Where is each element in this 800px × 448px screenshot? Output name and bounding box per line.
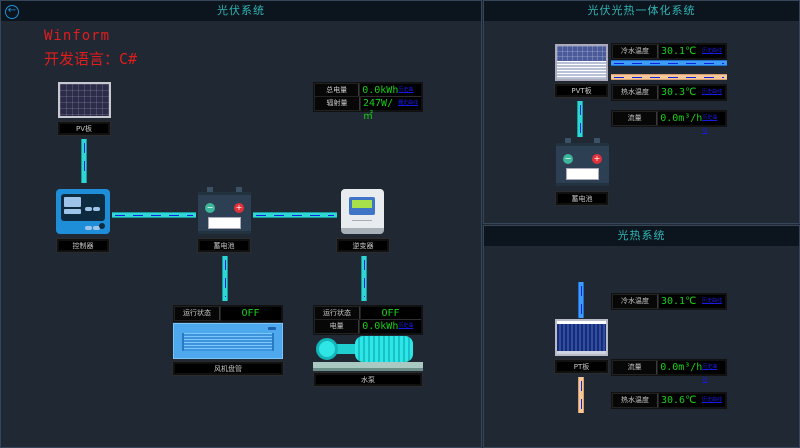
cold-water-temp-label: 冷水温度 [612, 44, 659, 59]
plus-icon: + [234, 203, 244, 213]
hot-water-temp-label: 热水温度 [612, 85, 659, 100]
pt-cold-water-temp-history-link[interactable]: 历史曲线 [701, 298, 722, 304]
fan-coil-status-row: 运行状态 OFF [174, 306, 281, 321]
watermark-winform: Winform [44, 28, 111, 44]
pipe-pvt-to-battery [577, 101, 583, 137]
pipe-cold-water [611, 60, 727, 66]
fan-coil-status-label: 运行状态 [174, 306, 221, 321]
radiation-history-link[interactable]: 历史曲线 [397, 100, 418, 106]
total-energy-label: 总电量 [313, 83, 361, 97]
pvt-battery-label: 蓄电池 [555, 191, 609, 206]
pt-board-image[interactable] [555, 319, 608, 356]
fan-coil-label: 风机盘管 [172, 361, 284, 376]
pt-hot-water-temp-value: 30.6℃ [661, 395, 697, 406]
total-energy-history-link[interactable]: 历史曲线 [398, 87, 414, 106]
pv-board-label: PV板 [57, 121, 111, 136]
pipe-inverter-to-pump [361, 256, 367, 301]
battery-device[interactable]: − + [198, 187, 251, 234]
pipe-pv-to-controller [81, 139, 87, 183]
cold-water-temp-value: 30.1℃ [661, 46, 697, 57]
flow-history-link[interactable]: 历史曲线 [702, 115, 718, 134]
controller-device[interactable] [56, 189, 110, 249]
pipe-battery-to-fan-coil [222, 256, 228, 301]
pipe-controller-to-battery [112, 212, 196, 218]
pump-energy-row: 电量 0.0kWh 历史曲线 [313, 319, 421, 342]
water-pump-device[interactable] [313, 333, 423, 371]
pump-status-label: 运行状态 [314, 306, 361, 320]
pump-energy-label: 电量 [313, 319, 361, 334]
pt-cold-water-temp-label: 冷水温度 [612, 294, 659, 309]
hot-water-temp-value: 30.3℃ [661, 87, 697, 98]
hot-water-temp-history-link[interactable]: 历史曲线 [701, 89, 722, 95]
pipe-hot-water [611, 74, 727, 80]
pv-system-title: 光伏系统 [1, 1, 481, 21]
pt-flow-history-link[interactable]: 历史曲线 [702, 364, 718, 383]
pt-hot-water-temp-history-link[interactable]: 历史曲线 [701, 397, 722, 403]
pt-flow-value: 0.0m³/h [660, 362, 703, 373]
pt-cold-water-temp-box: 冷水温度 30.1℃ 历史曲线 [611, 293, 727, 310]
flow-value: 0.0m³/h [660, 113, 703, 124]
pv-system-panel: 光伏系统 ← Winform 开发语言：C# 总电量 0.0kWh 历史曲线 辐… [0, 0, 482, 448]
pump-status-box: 运行状态 OFF 电量 0.0kWh 历史曲线 [313, 305, 423, 342]
watermark-language: 开发语言：C# [44, 50, 138, 68]
pt-hot-water-temp-box: 热水温度 30.6℃ 历史曲线 [611, 392, 727, 409]
inverter-screen [349, 197, 375, 215]
pump-energy-value: 0.0kWh [362, 321, 399, 332]
pvt-system-title: 光伏光热一体化系统 [484, 1, 799, 21]
pvt-flow-box: 流量 0.0m³/h 历史曲线 [611, 110, 727, 134]
back-arrow-icon[interactable]: ← [5, 5, 19, 19]
pvt-battery-device[interactable]: − + [556, 138, 609, 186]
plus-icon: + [592, 154, 602, 164]
pump-energy-history-link[interactable]: 历史曲线 [398, 323, 414, 342]
pv-board-image[interactable] [58, 82, 111, 118]
inverter-device[interactable] [341, 189, 384, 234]
controller-screen [61, 194, 105, 249]
cold-water-temp-history-link[interactable]: 历史曲线 [701, 48, 722, 54]
pt-flow-label: 流量 [611, 360, 659, 375]
pump-status-row: 运行状态 OFF [314, 306, 421, 320]
radiation-value: 247W/㎡ [363, 98, 394, 122]
total-energy-value: 0.0kWh [362, 85, 399, 96]
controller-label: 控制器 [56, 238, 110, 253]
pipe-hot-water-out [578, 377, 584, 413]
pt-board-label: PT板 [554, 359, 609, 374]
flow-label: 流量 [611, 111, 659, 126]
pvt-board-image[interactable] [555, 44, 608, 81]
pump-label: 水泵 [313, 372, 423, 387]
pt-hot-water-temp-label: 热水温度 [612, 393, 659, 408]
radiation-label: 辐射量 [314, 96, 361, 111]
pt-flow-box: 流量 0.0m³/h 历史曲线 [611, 359, 727, 383]
pipe-cold-water-in [578, 282, 584, 318]
fan-coil-status-value: OFF [241, 308, 260, 319]
fan-coil-status-box: 运行状态 OFF [173, 305, 283, 322]
pvt-board-label: PVT板 [554, 83, 609, 98]
inverter-label: 逆变器 [336, 238, 390, 253]
pt-cold-water-temp-value: 30.1℃ [661, 296, 697, 307]
pump-status-value: OFF [381, 308, 400, 319]
pv-summary-box: 总电量 0.0kWh 历史曲线 辐射量 247W/㎡ 历史曲线 [313, 82, 423, 122]
summary-row-radiation: 辐射量 247W/㎡ 历史曲线 [314, 96, 421, 122]
minus-icon: − [563, 154, 573, 164]
summary-row-total-energy: 总电量 0.0kWh 历史曲线 [313, 83, 421, 106]
minus-icon: − [205, 203, 215, 213]
pvt-system-panel: 光伏光热一体化系统 PVT板 冷水温度 30.1℃ 历史曲线 热水温度 30.3… [483, 0, 800, 224]
pt-system-panel: 光热系统 PT板 冷水温度 30.1℃ 历史曲线 流量 0.0m³/h 历史曲线… [483, 225, 800, 448]
fan-coil-device[interactable] [173, 323, 283, 359]
pt-system-title: 光热系统 [484, 226, 799, 246]
pvt-cold-water-temp-box: 冷水温度 30.1℃ 历史曲线 [611, 43, 727, 60]
pvt-hot-water-temp-box: 热水温度 30.3℃ 历史曲线 [611, 84, 727, 101]
battery-label: 蓄电池 [197, 238, 251, 253]
pipe-battery-to-inverter [253, 212, 337, 218]
